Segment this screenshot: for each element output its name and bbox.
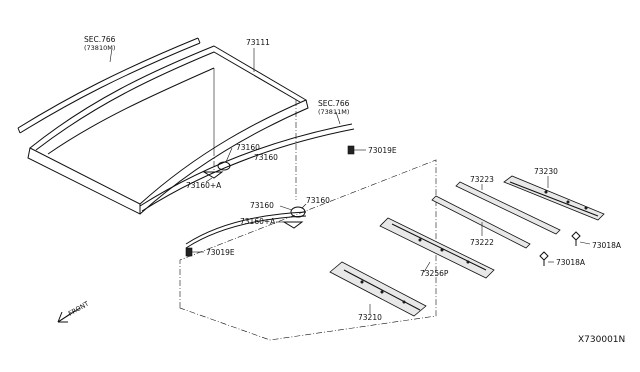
label-clip-73019e-right: 73019E (368, 146, 397, 155)
label-pad-73160-b: 73160 (254, 153, 278, 162)
bolt-73018a-right (571, 231, 591, 246)
roof-pad-upper (202, 147, 251, 183)
label-front: FRONT (67, 300, 90, 318)
bolt-73018a-left (539, 251, 554, 266)
label-sec766-right-b: (73811M) (318, 108, 349, 116)
clip-73019e-left (185, 247, 204, 257)
label-roof-panel: 73111 (246, 38, 270, 47)
leader-sec766-left (109, 47, 113, 63)
label-sec766-left-a: SEC.766 (84, 35, 116, 44)
roof-rail-73210 (329, 261, 427, 317)
label-sec766-right-a: SEC.766 (318, 99, 350, 108)
label-sec766-left-b: (73810M) (84, 44, 115, 52)
label-bow-73223: 73223 (470, 175, 494, 184)
roof-bow-73222 (431, 195, 531, 249)
roof-bow-73256p (379, 217, 495, 279)
roof-side-moulding-right (139, 123, 355, 212)
label-diagram-code: X730001N (578, 335, 625, 345)
label-bolt-73018a-left: 73018A (556, 258, 586, 267)
label-pad-73160-d: 73160 (306, 196, 330, 205)
label-bolt-73018a-right: 73018A (592, 241, 622, 250)
roof-bow-73223 (455, 181, 561, 235)
label-rail-73210: 73210 (358, 313, 382, 322)
roof-rail-lower (185, 211, 307, 249)
front-arrow-icon (57, 307, 81, 323)
roof-bow-73230 (503, 175, 605, 221)
label-pad-73160a-lower: 73160+A (240, 217, 276, 226)
assembly-outline (179, 159, 437, 341)
label-clip-73019e-left: 73019E (206, 248, 235, 257)
roof-pad-lower (276, 203, 307, 229)
label-pad-73160-a: 73160 (236, 143, 260, 152)
label-pad-73160a-upper: 73160+A (186, 181, 222, 190)
label-bow-73222: 73222 (470, 238, 494, 247)
roof-panel (27, 45, 309, 215)
leader-sec766-right (335, 111, 341, 125)
roof-side-moulding-left (17, 37, 201, 134)
label-pad-73160-c: 73160 (250, 201, 274, 210)
label-bow-73256p: 73256P (420, 269, 449, 278)
clip-73019e-right (347, 145, 366, 155)
label-bow-73230: 73230 (534, 167, 558, 176)
